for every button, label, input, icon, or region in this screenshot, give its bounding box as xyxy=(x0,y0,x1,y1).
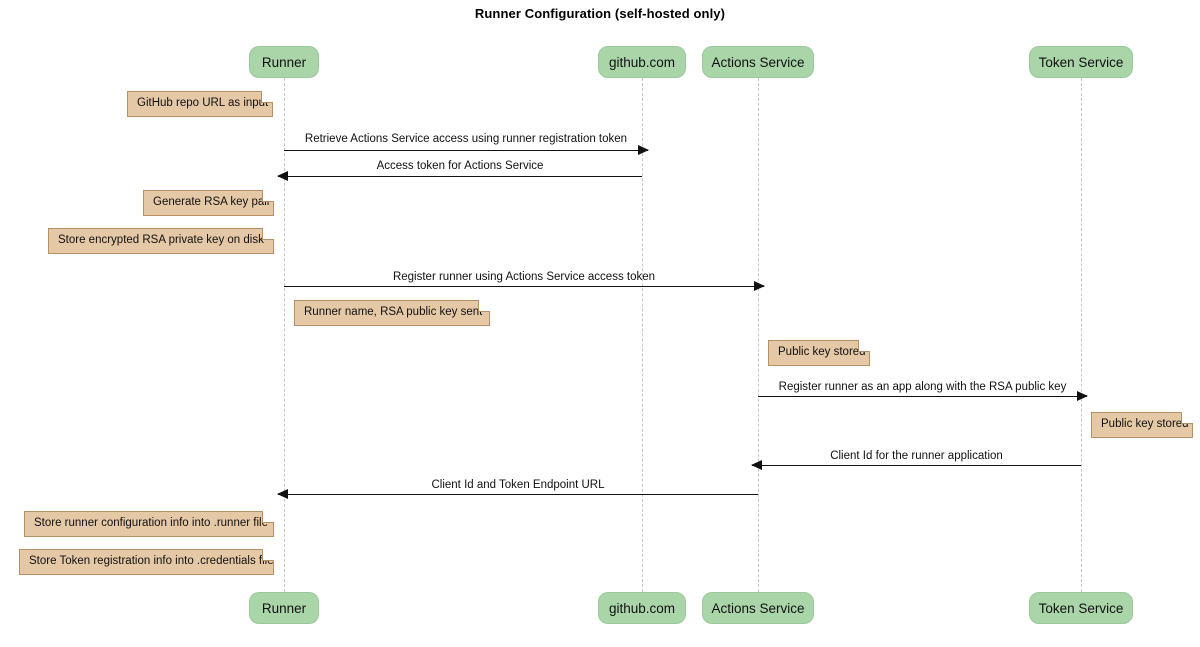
msg-register-runner-line xyxy=(284,286,764,287)
note-fold-corner-icon xyxy=(262,511,274,523)
msg-access-token-arrowhead xyxy=(277,171,288,182)
note-fold-corner-icon xyxy=(858,340,870,352)
participant-label: Token Service xyxy=(1038,600,1124,616)
participant-label: Runner xyxy=(261,600,307,616)
note-text: GitHub repo URL as input xyxy=(137,97,269,110)
msg-client-id-label: Client Id for the runner application xyxy=(830,450,1003,462)
msg-register-app-arrowhead xyxy=(1077,391,1088,402)
msg-client-id-endpoint-arrowhead xyxy=(277,489,288,500)
participant-token-top[interactable]: Token Service xyxy=(1029,46,1133,78)
participant-label: Token Service xyxy=(1038,54,1124,70)
participant-label: Actions Service xyxy=(711,54,805,70)
note-runner-name: Runner name, RSA public key sent xyxy=(294,300,490,326)
note-fold-corner-icon xyxy=(262,228,274,240)
participant-token-bottom[interactable]: Token Service xyxy=(1029,592,1133,624)
note-store-private: Store encrypted RSA private key on disk xyxy=(48,228,274,254)
lifeline-token xyxy=(1081,78,1082,592)
lifeline-actions xyxy=(758,78,759,592)
participant-actions-bottom[interactable]: Actions Service xyxy=(702,592,814,624)
msg-retrieve-access-label: Retrieve Actions Service access using ru… xyxy=(304,133,628,145)
participant-label: Runner xyxy=(261,54,307,70)
note-generate-rsa: Generate RSA key pair xyxy=(143,190,274,216)
msg-register-app-label: Register runner as an app along with the… xyxy=(778,381,1067,393)
note-fold-corner-icon xyxy=(262,190,274,202)
msg-client-id-endpoint-label: Client Id and Token Endpoint URL xyxy=(431,479,605,491)
msg-client-id-arrowhead xyxy=(751,460,762,471)
note-fold-corner-icon xyxy=(262,549,274,561)
participant-actions-top[interactable]: Actions Service xyxy=(702,46,814,78)
msg-client-id-line xyxy=(752,465,1081,466)
note-text: Store encrypted RSA private key on disk xyxy=(58,234,264,247)
note-text: Store runner configuration info into .ru… xyxy=(34,517,268,530)
participant-label: Actions Service xyxy=(711,600,805,616)
msg-retrieve-access-line xyxy=(284,150,648,151)
note-pubkey-actions: Public key stored xyxy=(768,340,870,366)
note-text: Runner name, RSA public key sent xyxy=(304,306,483,319)
note-text: Generate RSA key pair xyxy=(153,196,271,209)
msg-register-runner-arrowhead xyxy=(754,281,765,292)
msg-access-token-line xyxy=(278,176,642,177)
note-pubkey-token: Public key stored xyxy=(1091,412,1193,438)
note-store-runner: Store runner configuration info into .ru… xyxy=(24,511,274,537)
msg-access-token-label: Access token for Actions Service xyxy=(376,160,544,172)
lifeline-github xyxy=(642,78,643,592)
diagram-title: Runner Configuration (self-hosted only) xyxy=(474,6,726,21)
participant-runner-top[interactable]: Runner xyxy=(249,46,319,78)
note-fold-corner-icon xyxy=(261,91,273,103)
note-text: Public key stored xyxy=(1101,418,1189,431)
note-fold-corner-icon xyxy=(478,300,490,312)
note-text: Public key stored xyxy=(778,346,866,359)
note-fold-corner-icon xyxy=(1181,412,1193,424)
participant-github-top[interactable]: github.com xyxy=(598,46,686,78)
msg-client-id-endpoint-line xyxy=(278,494,758,495)
participant-label: github.com xyxy=(608,54,676,70)
msg-register-app-line xyxy=(758,396,1087,397)
note-text: Store Token registration info into .cred… xyxy=(29,555,274,568)
participant-runner-bottom[interactable]: Runner xyxy=(249,592,319,624)
participant-label: github.com xyxy=(608,600,676,616)
lifeline-runner xyxy=(284,78,285,592)
note-repo-url: GitHub repo URL as input xyxy=(127,91,273,117)
participant-github-bottom[interactable]: github.com xyxy=(598,592,686,624)
note-store-creds: Store Token registration info into .cred… xyxy=(19,549,274,575)
msg-register-runner-label: Register runner using Actions Service ac… xyxy=(392,271,656,283)
msg-retrieve-access-arrowhead xyxy=(638,145,649,156)
